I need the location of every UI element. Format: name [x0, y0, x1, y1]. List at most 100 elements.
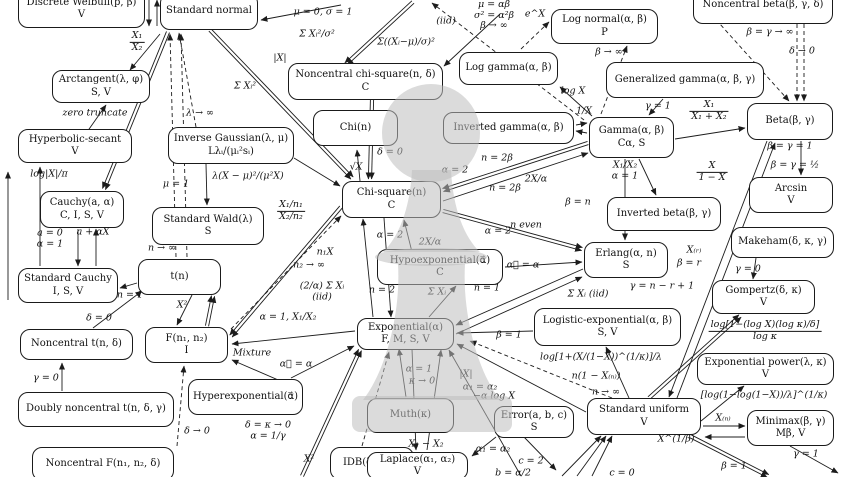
- node-properties: Mβ, V: [775, 428, 806, 439]
- node-name: Noncentral chi-square(n, δ): [295, 69, 436, 80]
- fraction-denominator: 1 − X: [698, 171, 726, 183]
- edge-label-logistic-transform: log[1+(X/(1−X))^(1/κ)]/λ: [540, 351, 662, 363]
- edge-arrow: [119, 282, 138, 290]
- node-discrete-weibull: Discrete Weibull(p, β)V: [18, 0, 145, 28]
- edge-arrow: [105, 32, 170, 191]
- edge-arrow: [176, 294, 193, 326]
- node-name: Logistic-exponential(α, β): [542, 314, 673, 326]
- node-properties: C: [361, 81, 370, 93]
- edge-label-alpha-1: α = 1: [405, 363, 433, 375]
- edge-arrow: [648, 98, 664, 116]
- node-name: Inverted gamma(α, β): [453, 121, 564, 133]
- label-line: α = 1: [611, 170, 639, 181]
- edge-arrow: [575, 129, 588, 136]
- edge-label-x1-minus-x2: X₁ − X₂: [408, 438, 444, 450]
- edge-label-x-squared-t: X²: [176, 299, 188, 311]
- node-cauchy: Cauchy(a, α)C, I, S, V: [40, 191, 124, 228]
- edge-arrow: [176, 365, 187, 447]
- edge-label-n-eq-1-mid: n = 1: [473, 282, 501, 294]
- edge-arrow: [303, 350, 362, 477]
- edge-label-alpha-2-b: α = 2: [484, 225, 512, 237]
- edge-arrow: [203, 163, 210, 206]
- edge-arrow: [561, 435, 602, 477]
- edge-arrow: [208, 30, 352, 180]
- edge-label-beta-to-inf: β → ∞: [595, 46, 623, 58]
- edge-label-kappa-to-0: κ → 0: [408, 375, 436, 387]
- node-makeham: Makeham(δ, κ, γ): [731, 227, 834, 258]
- node-properties: P: [601, 26, 608, 38]
- edge-arrow: [591, 435, 613, 477]
- edge-label-exp-power-transform: [log(1−log(1−X))/λ]^(1/κ): [700, 389, 828, 401]
- node-f: F(n₁, n₂)I: [145, 327, 228, 363]
- edge-label-n-eq-2: n = 2: [368, 284, 396, 296]
- node-minimax: Minimax(β, γ)Mβ, V: [747, 410, 834, 446]
- edge-label-sum-xi2-sigma2: Σ Xᵢ²/σ²: [299, 28, 335, 40]
- edge-label-n-to-inf: n → ∞: [147, 242, 177, 254]
- node-name: Log normal(α, β): [562, 14, 647, 25]
- node-properties: Cα, S: [617, 137, 646, 149]
- node-name: Hyperexponential(α⃗): [192, 390, 299, 402]
- node-name: Arctangent(λ, φ): [58, 74, 144, 85]
- node-logistic-exponential: Logistic-exponential(α, β)S, V: [534, 308, 681, 346]
- fraction-numerator: log[1−(log X)(log κ)/δ]: [708, 318, 822, 332]
- node-name: Cauchy(a, α): [49, 197, 115, 208]
- fraction-numerator: X: [696, 160, 728, 173]
- edge-label-delta-to-0-right: δ → 0: [789, 45, 815, 57]
- edge-arrow: [208, 295, 217, 327]
- edge-label-log-abs-x-pi: log|X|/π: [30, 168, 68, 180]
- node-generalized-gamma: Generalized gamma(α, β, γ): [606, 62, 764, 98]
- fraction-numerator: X₁/n₁: [277, 198, 305, 212]
- node-properties: S: [204, 226, 212, 237]
- edge-arrow: [523, 436, 557, 471]
- edge-label-iid-top: (iid): [436, 15, 456, 27]
- edge-label-n-even: n even: [510, 219, 542, 231]
- node-name: Gompertz(δ, κ): [725, 284, 802, 296]
- node-name: Beta(β, γ): [765, 115, 815, 127]
- edge-label-x-squared-bottom: X²: [303, 453, 315, 465]
- edge-arrow: [344, 0, 413, 64]
- node-name: F(n₁, n₂): [165, 332, 208, 344]
- node-name: Gamma(α, β): [598, 125, 665, 136]
- edge-label-mu-1: μ = 1: [162, 178, 190, 190]
- node-properties: S, V: [597, 327, 618, 338]
- edge-arrow: [231, 330, 356, 347]
- edge-label-sum-xi: Σ Xᵢ: [427, 286, 447, 298]
- edge-label-c-2: c = 2: [518, 455, 544, 467]
- node-name: Standard Cauchy: [24, 273, 112, 284]
- edge-arrow: [674, 126, 746, 140]
- edge-label-one-over-x: 1/X: [575, 105, 593, 117]
- edge-label-abs-x-2: |X|: [459, 368, 473, 380]
- edge-label-x-order-n: X₍ₙ₎: [715, 412, 731, 424]
- node-standard-normal: Standard normal: [160, 0, 258, 30]
- node-exponential-power: Exponential power(λ, κ)V: [697, 353, 834, 385]
- label-line: (2/α) Σ Xᵢ: [299, 280, 345, 292]
- edge-label-beta-gamma-half: β = γ = ½: [770, 159, 820, 171]
- edge-label-beta-1-bottom: β = 1: [721, 460, 747, 472]
- edge-arrow: [575, 121, 588, 128]
- node-name: Discrete Weibull(p, β): [26, 0, 137, 8]
- node-log-gamma: Log gamma(α, β): [459, 52, 558, 85]
- node-inverse-gaussian: Inverse Gaussian(λ, μ)Lλᵢ/(μᵢ²sᵢ): [168, 127, 294, 164]
- node-name: Doubly noncentral t(n, δ, γ): [26, 403, 166, 415]
- node-properties: V: [787, 195, 795, 206]
- edge-arrow: [86, 104, 107, 133]
- edge-label-neg-alpha-log-x: −α log X: [472, 390, 516, 402]
- fraction-denominator: X₂/n₂: [279, 210, 303, 222]
- node-beta: Beta(β, γ): [747, 103, 833, 140]
- edge-label-n-to-inf-2: n → ∞: [591, 386, 621, 398]
- node-name: Noncentral F(n₁, n₂, δ): [45, 457, 161, 469]
- edge-label-delta-to-0-left: δ → 0: [184, 425, 210, 437]
- edge-arrow: [92, 290, 143, 329]
- edge-label-gamma-1: γ = 1: [645, 100, 671, 112]
- edge-label-n2-to-inf: n₂ → ∞: [293, 259, 325, 271]
- edge-label-abs-x: |X|: [273, 52, 287, 64]
- edge-label-beta-1-mid: β = 1: [496, 329, 522, 341]
- edge-label-mixture: Mixture: [232, 347, 272, 359]
